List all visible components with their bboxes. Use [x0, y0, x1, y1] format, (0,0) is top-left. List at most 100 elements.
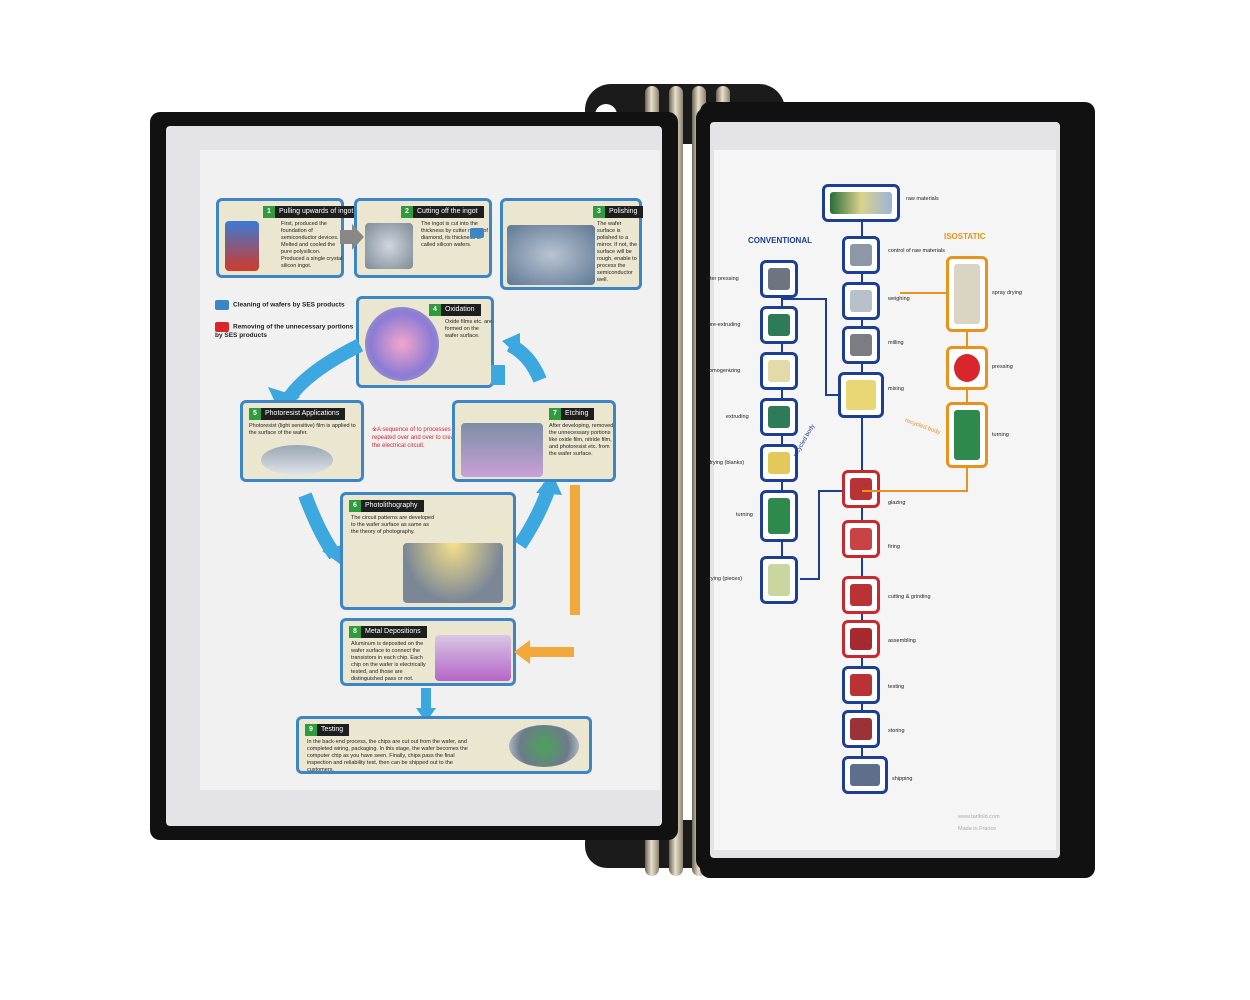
truck-icon — [850, 764, 880, 786]
step-label: turning — [992, 432, 1009, 438]
connector-line — [781, 298, 825, 300]
dryer-icon — [768, 452, 790, 474]
step-label: pressing — [992, 364, 1013, 370]
assembly-icon — [850, 628, 872, 650]
connector-line — [818, 490, 842, 492]
step-label: milling — [888, 340, 904, 346]
storing-box — [842, 710, 880, 748]
lithography-illustration — [403, 543, 503, 603]
glazing-box — [842, 470, 880, 508]
isostatic-heading: ISOSTATIC — [944, 232, 986, 241]
firing-box — [842, 520, 880, 558]
pre-extruding-box — [760, 306, 798, 344]
step-body: First, produced the foundation of semico… — [281, 221, 343, 269]
connector-line — [818, 490, 820, 580]
microscope-icon — [850, 244, 872, 266]
cutting-icon — [850, 584, 872, 606]
wafer-illustration — [261, 445, 333, 475]
step-label: control of raw materials — [888, 248, 945, 254]
testing-box — [842, 666, 880, 704]
step-body: Aluminum is deposited on the wafer surfa… — [351, 641, 426, 682]
weighing-box — [842, 282, 880, 320]
step-label: assembling — [888, 638, 916, 644]
step-label: raw materials — [906, 196, 939, 202]
step-body: Oxide films etc. are formed on the wafer… — [445, 319, 493, 339]
step-label: filter pressing — [706, 276, 739, 282]
shipping-box — [842, 756, 888, 794]
storage-icon — [850, 718, 872, 740]
step-label: turning — [736, 512, 753, 518]
step-body: The circuit patterns are developed to th… — [351, 515, 435, 535]
homogenizing-box — [760, 352, 798, 390]
connector-line — [900, 292, 948, 294]
extruding-box — [760, 398, 798, 436]
step-label: cutting & grinding — [888, 594, 931, 600]
connector-line — [825, 298, 827, 394]
step-label: firing — [888, 544, 900, 550]
press-icon — [768, 268, 790, 290]
step-label: shipping — [892, 776, 913, 782]
scale-icon — [850, 290, 872, 312]
ingot-illustration — [225, 221, 259, 271]
legend-removing: Removing of the unnecessary portions by … — [215, 322, 354, 339]
extruder-icon — [768, 314, 790, 336]
step-label: extruding — [726, 414, 749, 420]
orange-return-arrow — [514, 640, 574, 664]
step-label: storing — [888, 728, 905, 734]
process-note: ※A sequence of to processes is repeated … — [372, 427, 460, 449]
step-label: mixing — [888, 386, 904, 392]
conventional-heading: CONVENTIONAL — [748, 236, 812, 245]
dryer-icon — [768, 564, 790, 596]
cutter-illustration — [365, 223, 413, 269]
step-body: The wafer surface is polished to a mirro… — [597, 221, 638, 283]
mixing-box — [838, 372, 884, 418]
kiln-icon — [850, 528, 872, 550]
step-label: drying (pieces) — [706, 576, 743, 582]
origin-text: Made in France — [958, 826, 997, 832]
step-label: homogenizing — [706, 368, 741, 374]
drying-pieces-box — [760, 556, 798, 604]
deposition-illustration — [435, 635, 511, 681]
milling-box — [842, 326, 880, 364]
step-body: Photoresist (light sensitive) film is ap… — [249, 423, 356, 436]
spray-drying-box — [946, 256, 988, 332]
grid-icon — [768, 360, 790, 382]
test-icon — [850, 674, 872, 696]
mill-icon — [850, 334, 872, 356]
filter-pressing-box — [760, 260, 798, 298]
spray-dryer-icon — [954, 264, 980, 324]
assembling-box — [842, 620, 880, 658]
raw-materials-icon — [830, 192, 892, 214]
wafer-illustration — [365, 307, 439, 381]
lathe-icon — [954, 410, 980, 460]
step-label: weighing — [888, 296, 910, 302]
red-chip-icon — [215, 322, 229, 332]
pressing-box — [946, 346, 988, 390]
down-arrow — [416, 688, 436, 722]
cleaning-icon — [470, 228, 488, 238]
step-body: After developing, removed the unnecessar… — [549, 423, 614, 457]
extruder-icon — [768, 406, 790, 428]
step-label: testing — [888, 684, 905, 690]
chip-test-illustration — [509, 725, 579, 767]
step-body: The ingot is cut into the thickness by c… — [421, 221, 488, 248]
connector-line — [862, 490, 968, 492]
step-label: drying (blanks) — [708, 460, 745, 466]
conventional-flow-line — [781, 280, 783, 600]
